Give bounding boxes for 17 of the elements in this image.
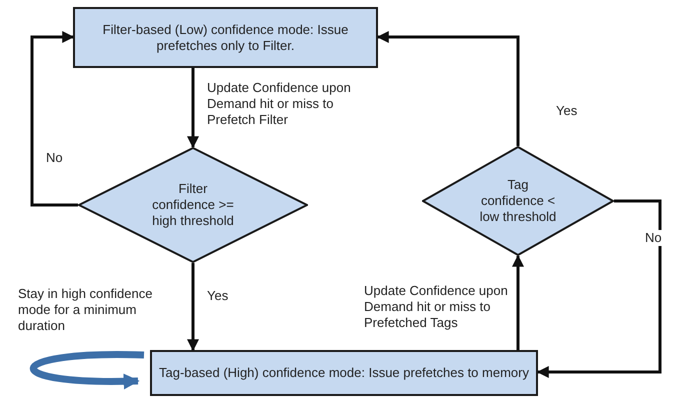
decision-text: Tag confidence < low threshold — [478, 177, 558, 225]
arrow — [536, 200, 662, 378]
curved-arrow — [30, 351, 144, 390]
box-text: Tag-based (High) confidence mode: Issue prefetches to memory — [159, 365, 529, 381]
arrow — [187, 68, 199, 148]
arrow — [187, 263, 199, 352]
process-box — [150, 350, 538, 396]
decision-diamond — [78, 147, 308, 263]
note-text: Stay in high confidence mode for a minimum duration — [18, 286, 154, 334]
box-text: Filter-based (Low) confidence mode: Issue prefetches only to Filter. — [102, 22, 350, 54]
decision-diamond — [422, 146, 614, 256]
process-box — [73, 7, 378, 68]
arrow — [512, 254, 524, 350]
arrow — [30, 31, 78, 206]
edge-label: No — [645, 230, 662, 246]
arrow — [376, 31, 520, 146]
decision-text: Filter confidence >= high threshold — [151, 181, 235, 229]
